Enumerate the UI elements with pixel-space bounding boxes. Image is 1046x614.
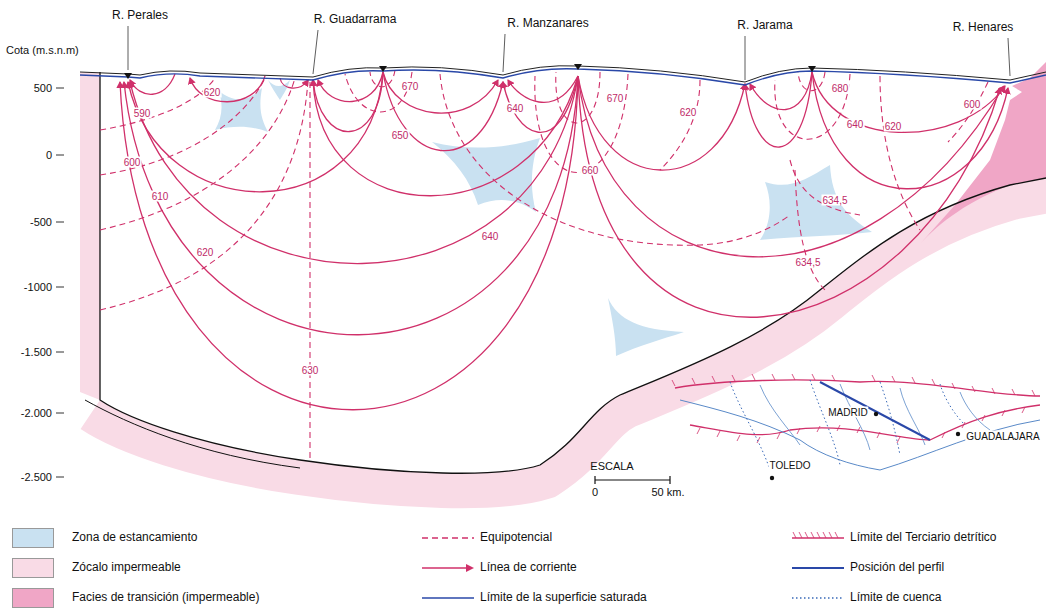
equipotential-value: 610: [151, 191, 170, 202]
equipotential-value: 620: [196, 247, 215, 258]
equipotential-value: 640: [506, 103, 525, 114]
equipotential-value: 630: [301, 365, 320, 376]
axis-value: -2.500: [21, 471, 52, 483]
legend-text: Posición del perfil: [850, 561, 944, 574]
legend-text: Límite de cuenca: [850, 591, 941, 604]
river-name: R. Perales: [112, 9, 168, 22]
legend-sample: [790, 591, 846, 605]
city-name: MADRID: [827, 407, 868, 418]
river-name: R. Guadarrama: [314, 13, 397, 26]
legend-sample: [790, 561, 846, 575]
equipotential-value: 600: [123, 157, 142, 168]
legend-text: Límite del Terciario detrítico: [850, 531, 997, 544]
legend-text: Límite de la superficie saturada: [480, 591, 647, 604]
legend-text: Línea de corriente: [480, 561, 577, 574]
scale-value: 0: [592, 486, 598, 498]
equipotential-value: 600: [963, 99, 982, 110]
legend-swatch: [12, 558, 54, 578]
equipotential-value: 634,5: [794, 257, 821, 268]
equipotential-value: 640: [481, 231, 500, 242]
equipotential-value: 620: [884, 121, 903, 132]
equipotential-value: 620: [203, 87, 222, 98]
equipotential-value: 660: [581, 165, 600, 176]
river-name: R. Manzanares: [507, 17, 588, 30]
city-name: GUADALAJARA: [965, 431, 1040, 442]
river-name: R. Jarama: [737, 19, 792, 32]
legend-sample: [420, 531, 476, 545]
legend-sample: [790, 531, 846, 545]
legend-text: Equipotencial: [480, 531, 552, 544]
legend-text: Zona de estancamiento: [72, 531, 197, 544]
legend-swatch: [12, 528, 54, 548]
equipotential-value: 680: [831, 83, 850, 94]
city-name: TOLEDO: [769, 460, 812, 471]
scale-title: ESCALA: [590, 460, 633, 472]
legend-swatch: [12, 588, 54, 608]
legend-text: Facies de transición (impermeable): [72, 591, 259, 604]
equipotential-value: 634,5: [821, 195, 848, 206]
axis-value: -2.000: [21, 407, 52, 419]
scale-value: 50 km.: [651, 486, 684, 498]
axis-title: Cota (m.s.n.m): [6, 44, 79, 56]
axis-value: -1000: [24, 281, 52, 293]
equipotential-value: 650: [391, 130, 410, 141]
equipotential-value: 670: [606, 93, 625, 104]
legend-sample: [420, 561, 476, 575]
legend-text: Zócalo impermeable: [72, 561, 181, 574]
equipotential-value: 590: [133, 108, 152, 119]
equipotential-value: 670: [401, 81, 420, 92]
equipotential-value: 620: [679, 107, 698, 118]
river-name: R. Henares: [953, 21, 1014, 34]
equipotential-value: 640: [846, 119, 865, 130]
axis-value: 0: [46, 149, 52, 161]
axis-value: -500: [30, 216, 52, 228]
legend-sample: [420, 591, 476, 605]
axis-value: 500: [34, 82, 52, 94]
axis-value: -1.500: [21, 346, 52, 358]
